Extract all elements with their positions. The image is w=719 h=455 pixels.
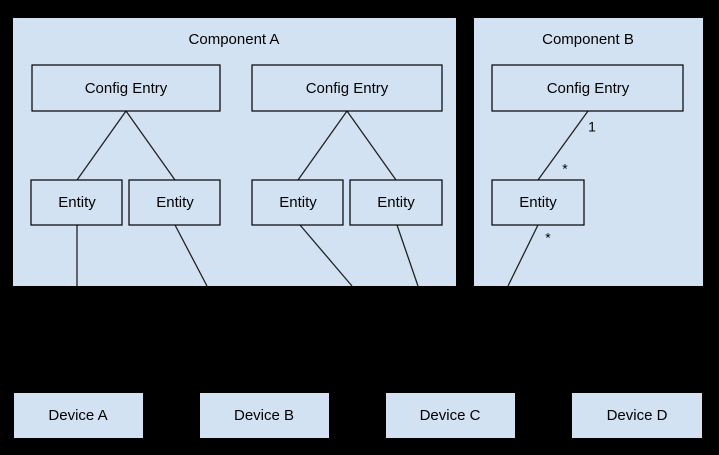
node-entity-a2-label: Entity — [156, 194, 194, 211]
edge-entity-a4-to-device — [396, 224, 419, 287]
node-entity-a3[interactable]: Entity — [251, 179, 344, 226]
device-a-box[interactable] — [14, 393, 143, 438]
node-config-entry-b1-label: Config Entry — [547, 80, 630, 97]
node-entity-b1[interactable]: Entity — [491, 179, 585, 226]
node-entity-a2[interactable]: Entity — [128, 179, 221, 226]
node-config-entry-b1-box[interactable] — [491, 64, 684, 112]
node-config-entry-a1[interactable]: Config Entry — [31, 64, 221, 112]
node-entity-a1-box[interactable] — [30, 179, 123, 226]
multiplicity-one-config-entry-b: 1 — [588, 119, 596, 135]
edge-config-entry-a1-to-entity-a2 — [125, 110, 176, 181]
node-entity-a1-label: Entity — [58, 194, 96, 211]
device-c[interactable]: Device C — [386, 393, 515, 438]
group-component-a-title: Component A — [189, 31, 280, 48]
device-a-label: Device A — [48, 407, 107, 424]
node-config-entry-b1[interactable]: Config Entry — [491, 64, 684, 112]
device-d-box[interactable] — [572, 393, 702, 438]
device-a[interactable]: Device A — [14, 393, 143, 438]
group-component-b-box[interactable] — [474, 18, 703, 286]
node-entity-a1[interactable]: Entity — [30, 179, 123, 226]
device-b-box[interactable] — [200, 393, 329, 438]
edge-config-entry-b1-to-entity-b1 — [537, 110, 589, 181]
device-c-box[interactable] — [386, 393, 515, 438]
node-config-entry-a1-label: Config Entry — [85, 80, 168, 97]
node-entity-a4[interactable]: Entity — [349, 179, 443, 226]
group-component-a-box[interactable] — [13, 18, 456, 286]
group-component-b[interactable]: Component B — [474, 18, 703, 286]
node-config-entry-a2-box[interactable] — [251, 64, 443, 112]
node-entity-b1-box[interactable] — [491, 179, 585, 226]
multiplicity-star-entity-b-top: * — [562, 161, 568, 177]
multiplicity-star-entity-b-bottom: * — [545, 230, 551, 246]
node-config-entry-a1-box[interactable] — [31, 64, 221, 112]
node-entity-a4-box[interactable] — [349, 179, 443, 226]
device-d-label: Device D — [607, 407, 668, 424]
node-entity-a3-label: Entity — [279, 194, 317, 211]
edge-config-entry-a1-to-entity-a1 — [76, 110, 127, 181]
node-entity-a2-box[interactable] — [128, 179, 221, 226]
node-entity-a4-label: Entity — [377, 194, 415, 211]
edge-entity-a3-to-device — [299, 224, 353, 287]
edge-layer-associations — [76, 110, 589, 181]
multiplicity-label-layer: 1 * * — [545, 119, 596, 246]
group-component-b-title: Component B — [542, 31, 634, 48]
device-b[interactable]: Device B — [200, 393, 329, 438]
edge-config-entry-a2-to-entity-a4 — [346, 110, 397, 181]
device-d[interactable]: Device D — [572, 393, 702, 438]
device-row: Device A Device B Device C Device D — [14, 393, 702, 438]
edge-entity-a2-to-device — [174, 224, 208, 287]
edge-layer-device-links — [76, 224, 539, 287]
device-c-label: Device C — [420, 407, 481, 424]
device-b-label: Device B — [234, 407, 294, 424]
edge-entity-b1-to-device — [507, 224, 539, 287]
node-config-entry-a2-label: Config Entry — [306, 80, 389, 97]
edge-config-entry-a2-to-entity-a3 — [297, 110, 348, 181]
node-entity-b1-label: Entity — [519, 194, 557, 211]
node-config-entry-a2[interactable]: Config Entry — [251, 64, 443, 112]
group-component-a[interactable]: Component A — [13, 18, 456, 286]
node-entity-a3-box[interactable] — [251, 179, 344, 226]
